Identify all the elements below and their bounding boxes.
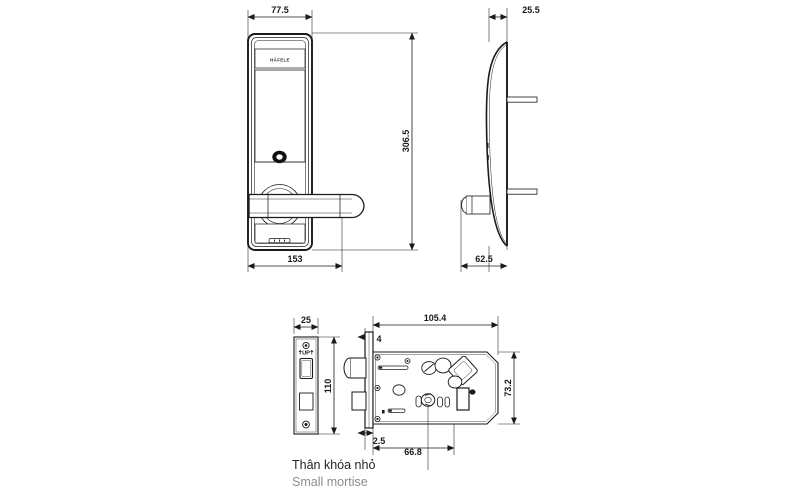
dim-25-5-label: 25.5 xyxy=(522,5,540,15)
mortise-latch-bolt xyxy=(343,357,367,379)
dim-306-5-label: 306.5 xyxy=(401,130,411,153)
mortise-adjust-slots xyxy=(377,365,409,414)
case-screw-icon xyxy=(374,415,381,422)
dim-2-5-label: 2.5 xyxy=(373,436,386,446)
dim-front-height: 306.5 xyxy=(401,32,415,251)
side-mounting-posts xyxy=(506,96,538,195)
dim-front-width-top: 77.5 xyxy=(247,5,313,20)
dim-side-depth-bottom: 62.5 xyxy=(460,254,508,269)
mortise-deadbolt xyxy=(351,391,367,411)
dim-mortise-height: 73.2 xyxy=(503,351,517,425)
dim-110-label: 110 xyxy=(323,379,333,394)
dim-mortise-overall-length: 105.4 xyxy=(372,313,499,328)
mortise-body-view: 105.4 4 73.2 2.5 66.8 xyxy=(343,313,520,470)
dim-25-label: 25 xyxy=(301,315,311,325)
dim-front-width-bottom: 153 xyxy=(247,254,343,269)
faceplate-bottom-screw-icon xyxy=(302,420,310,429)
dim-105-4-label: 105.4 xyxy=(424,313,447,323)
dim-153-label: 153 xyxy=(287,254,302,264)
mortise-internal-mechanism xyxy=(415,355,478,470)
case-screw-icon xyxy=(374,384,381,391)
caption-english: Small mortise xyxy=(292,475,368,489)
faceplate-top-screw-icon xyxy=(302,341,310,350)
mortise-case-screws xyxy=(374,354,411,422)
faceplate-body xyxy=(293,336,319,435)
mortise-spindle-hole xyxy=(392,384,406,396)
dim-66-8-label: 66.8 xyxy=(404,447,422,457)
front-brand-plate: HÄFELE xyxy=(254,48,306,69)
dim-62-5-label: 62.5 xyxy=(475,254,493,264)
dim-faceplate-height: 110 xyxy=(323,336,337,435)
up-label: UP xyxy=(302,351,310,357)
front-lower-panel xyxy=(254,223,306,244)
dim-mortise-body-length: 66.8 xyxy=(372,445,455,457)
dim-side-depth-top: 25.5 xyxy=(488,5,540,20)
caption-vietnamese: Thân khóa nhỏ xyxy=(292,458,376,472)
mortise-faceplate-strip xyxy=(364,331,374,429)
case-screw-icon xyxy=(404,358,411,364)
up-orientation-marking: UP xyxy=(298,349,314,357)
side-escutcheon-profile xyxy=(485,41,508,247)
lever-handle xyxy=(248,193,365,219)
side-view: 25.5 62.5 xyxy=(460,5,540,272)
faceplate-deadbolt-cutout xyxy=(299,392,314,411)
dim-faceplate-width: 25 xyxy=(293,315,319,330)
side-lever-stub xyxy=(461,195,491,215)
dim-77-5-label: 77.5 xyxy=(271,5,289,15)
front-keypad-panel xyxy=(254,69,306,163)
dim-73-2-label: 73.2 xyxy=(503,379,513,397)
faceplate-latch-cutout xyxy=(299,357,314,380)
mortise-faceplate-view: 25 110 UP xyxy=(293,315,340,435)
dim-mortise-edge-offset: 2.5 xyxy=(357,430,386,446)
hafele-logo-text: HÄFELE xyxy=(270,57,290,62)
case-screw-icon xyxy=(374,354,381,361)
dim-4-label: 4 xyxy=(376,334,381,344)
front-view: 77.5 153 306.5 HÄFELE xyxy=(247,5,418,272)
rfid-reader-icon xyxy=(272,150,287,164)
